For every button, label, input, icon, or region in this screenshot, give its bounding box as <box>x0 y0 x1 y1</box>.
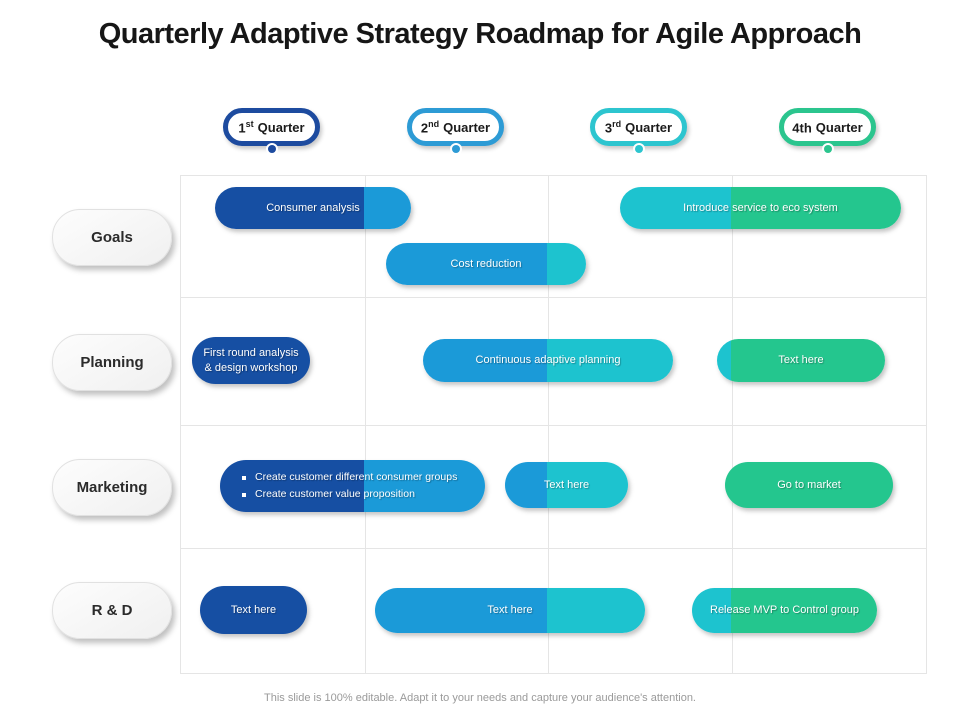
quarter-word: Quarter <box>625 120 673 136</box>
quarter-number: 3 <box>604 120 613 136</box>
quarter-ordinal-suffix: nd <box>428 118 440 129</box>
quarter-number: 4th <box>792 120 812 136</box>
quarter-dot-icon <box>451 145 460 153</box>
quarter-word: Quarter <box>815 120 863 136</box>
row-label-text: R & D <box>91 602 133 619</box>
quarter-ordinal-suffix: st <box>245 118 254 129</box>
quarter-dot-icon <box>267 145 276 153</box>
grid-column-line <box>365 176 366 673</box>
grid-column-line <box>732 176 733 673</box>
row-label-rd: R & D <box>52 582 172 639</box>
quarter-number: 1 <box>238 120 246 136</box>
footer-note: This slide is 100% editable. Adapt it to… <box>264 692 696 704</box>
row-label-text: Goals <box>91 229 133 246</box>
quarter-dot-icon <box>634 145 643 153</box>
quarter-number: 2 <box>420 120 429 136</box>
row-label-text: Planning <box>80 354 144 371</box>
grid-row-line <box>181 297 926 298</box>
row-label-goals: Goals <box>52 209 172 266</box>
grid-row-line <box>181 425 926 426</box>
row-label-planning: Planning <box>52 334 172 391</box>
grid-column-line <box>548 176 549 673</box>
quarter-word: Quarter <box>257 120 305 136</box>
slide-title: Quarterly Adaptive Strategy Roadmap for … <box>98 18 862 50</box>
row-label-marketing: Marketing <box>52 459 172 516</box>
quarter-ordinal-suffix: rd <box>612 118 622 129</box>
grid-row-line <box>181 548 926 549</box>
quarter-word: Quarter <box>443 120 491 136</box>
roadmap-grid <box>180 175 927 674</box>
row-label-text: Marketing <box>76 479 148 496</box>
quarter-dot-icon <box>823 145 832 153</box>
